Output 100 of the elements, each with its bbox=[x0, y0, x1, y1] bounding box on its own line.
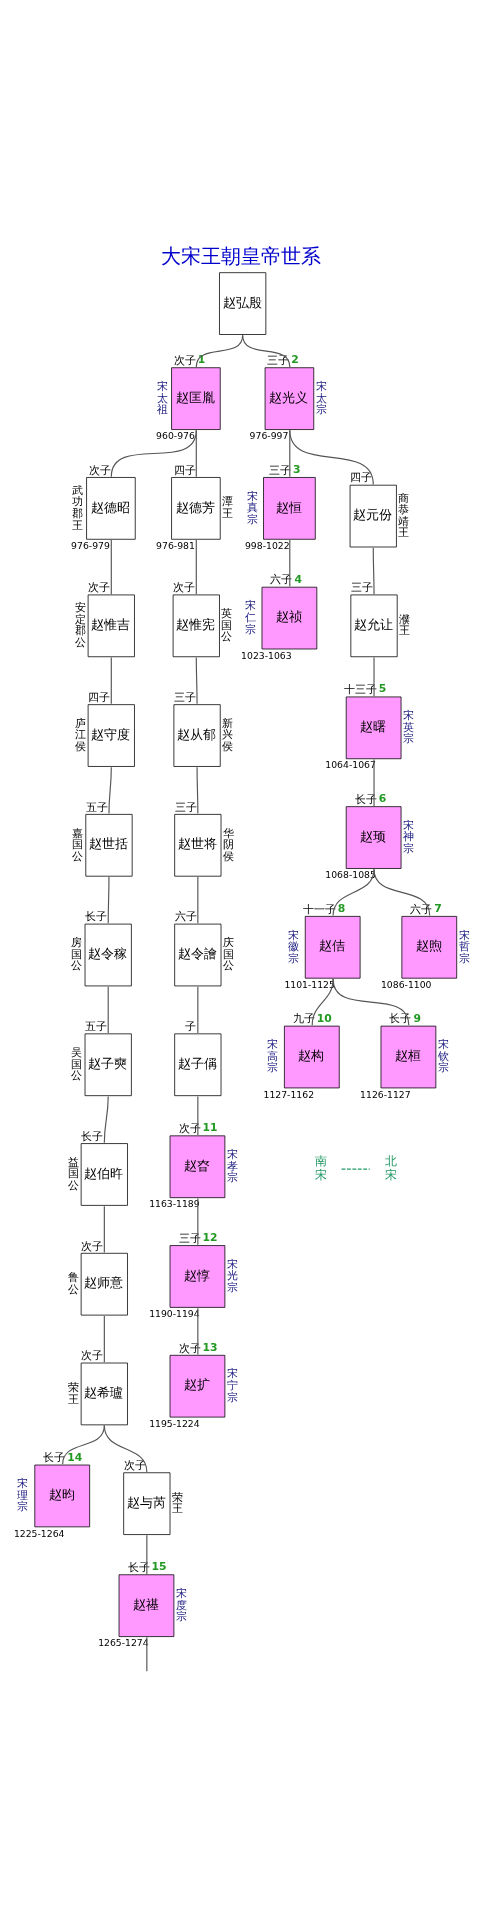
node-label: 1190-1194 bbox=[149, 1308, 200, 1320]
node-label: 11 bbox=[202, 1121, 218, 1135]
node-label: 房国公 bbox=[71, 936, 83, 973]
node-label: 新兴侯 bbox=[222, 716, 234, 754]
connector bbox=[197, 986, 199, 1034]
connector bbox=[289, 539, 291, 587]
node-label: 次子 bbox=[88, 581, 111, 595]
diagram-title: 大宋王朝皇帝世系 bbox=[161, 244, 322, 269]
node-label: 三子 bbox=[267, 354, 290, 368]
connector bbox=[332, 868, 375, 917]
node-label: 三子 bbox=[178, 1231, 201, 1245]
connector bbox=[103, 1425, 148, 1473]
node-label: 三子 bbox=[268, 463, 291, 477]
connector bbox=[197, 1197, 199, 1246]
node-label: 1 bbox=[197, 353, 206, 367]
label: 南宋 bbox=[314, 1154, 327, 1182]
node-label: 宋太宗 bbox=[315, 379, 327, 417]
node-label: 次子 bbox=[173, 354, 196, 368]
connector bbox=[103, 1205, 105, 1254]
node-label: 子 bbox=[185, 1020, 197, 1034]
node-label: 次子 bbox=[123, 1459, 146, 1473]
node-label: 宋孝宗 bbox=[226, 1148, 238, 1185]
node-label: 长子 bbox=[354, 792, 377, 806]
label: 北宋 bbox=[384, 1154, 397, 1182]
connector bbox=[108, 766, 112, 815]
node-label: 六子 bbox=[270, 573, 293, 587]
connector bbox=[242, 334, 291, 368]
node-label: 华阴侯 bbox=[222, 826, 234, 863]
connector bbox=[103, 1315, 105, 1363]
node-label: 960-976 bbox=[156, 430, 195, 442]
node-label: 宋仁宗 bbox=[244, 599, 256, 636]
node-label: 长子 bbox=[85, 910, 108, 924]
node-label: 1101-1125 bbox=[284, 978, 335, 990]
node-label: 6 bbox=[378, 792, 387, 806]
node-label: 12 bbox=[202, 1231, 218, 1245]
connector bbox=[195, 429, 197, 478]
node-label: 2 bbox=[291, 353, 299, 367]
connector bbox=[146, 1636, 148, 1672]
node-label: 宋宁宗 bbox=[226, 1367, 238, 1404]
connector bbox=[195, 539, 197, 595]
node-label: 次子 bbox=[81, 1349, 104, 1363]
connector bbox=[110, 539, 112, 595]
node-label: 1127-1162 bbox=[263, 1088, 315, 1100]
node-label: 1068-1085 bbox=[325, 869, 376, 881]
node-label: 1023-1063 bbox=[241, 649, 292, 661]
node-label: 五子 bbox=[85, 1020, 108, 1034]
node-label: 庆国公 bbox=[222, 936, 234, 973]
node-label: 十一子 bbox=[302, 902, 336, 916]
node-label: 宋真宗 bbox=[247, 489, 259, 526]
connector bbox=[103, 1095, 109, 1144]
connector bbox=[195, 656, 198, 705]
node-label: 14 bbox=[67, 1450, 83, 1464]
node-label: 998-1022 bbox=[244, 540, 290, 552]
connector bbox=[110, 429, 197, 478]
node-label: 1265-1274 bbox=[98, 1637, 149, 1649]
node-label: 宋钦宗 bbox=[437, 1038, 449, 1075]
node-label: 13 bbox=[202, 1340, 218, 1354]
node-label: 976-997 bbox=[249, 430, 289, 442]
node-label: 15 bbox=[151, 1560, 167, 1574]
node-label: 六子 bbox=[174, 910, 197, 924]
node-label: 976-979 bbox=[71, 540, 110, 552]
node-label: 长子 bbox=[127, 1561, 150, 1575]
connector bbox=[196, 766, 199, 815]
connector bbox=[107, 986, 109, 1034]
node-label: 宋光宗 bbox=[226, 1257, 238, 1294]
node-label: 976-981 bbox=[156, 540, 195, 552]
node-label: 宋哲宗 bbox=[458, 928, 470, 965]
node-label: 1126-1127 bbox=[360, 1088, 411, 1100]
node-label: 武功郡王 bbox=[71, 483, 83, 532]
connector bbox=[373, 758, 375, 807]
node-label: 九子 bbox=[292, 1012, 315, 1026]
node-label: 三子 bbox=[350, 581, 373, 595]
node-label: 荣王 bbox=[171, 1490, 183, 1516]
node-label: 荣王 bbox=[67, 1381, 79, 1406]
node-label: 1225-1264 bbox=[13, 1527, 65, 1539]
node-label: 庐江侯 bbox=[74, 716, 86, 754]
connector bbox=[372, 547, 375, 595]
node-label: 次子 bbox=[178, 1341, 201, 1355]
node-label: 长子 bbox=[81, 1129, 104, 1143]
node-label: 长子 bbox=[389, 1012, 412, 1026]
node-label: 7 bbox=[434, 901, 442, 915]
node-label: 吴国公 bbox=[71, 1046, 83, 1083]
node-label: 宋神宗 bbox=[403, 818, 414, 856]
node-label: 濮王 bbox=[399, 612, 411, 638]
node-label: 五子 bbox=[85, 800, 108, 814]
connector bbox=[197, 1307, 199, 1356]
node-label: 十三子 bbox=[343, 683, 377, 697]
connector bbox=[197, 1095, 199, 1136]
connector bbox=[197, 876, 199, 924]
node-label: 宋度宗 bbox=[175, 1586, 187, 1624]
node-label: 次子 bbox=[81, 1239, 104, 1253]
node-label: 潭王 bbox=[222, 495, 234, 521]
node-label: 次子 bbox=[178, 1122, 201, 1136]
node-label: 5 bbox=[378, 682, 387, 696]
node-label: 宋高宗 bbox=[267, 1038, 278, 1075]
node-label: 安定郡公 bbox=[74, 601, 86, 650]
node-label: 三子 bbox=[174, 800, 197, 814]
node-label: 商恭靖王 bbox=[398, 491, 410, 540]
node-label: 宋徽宗 bbox=[287, 928, 299, 965]
connector bbox=[332, 978, 410, 1026]
